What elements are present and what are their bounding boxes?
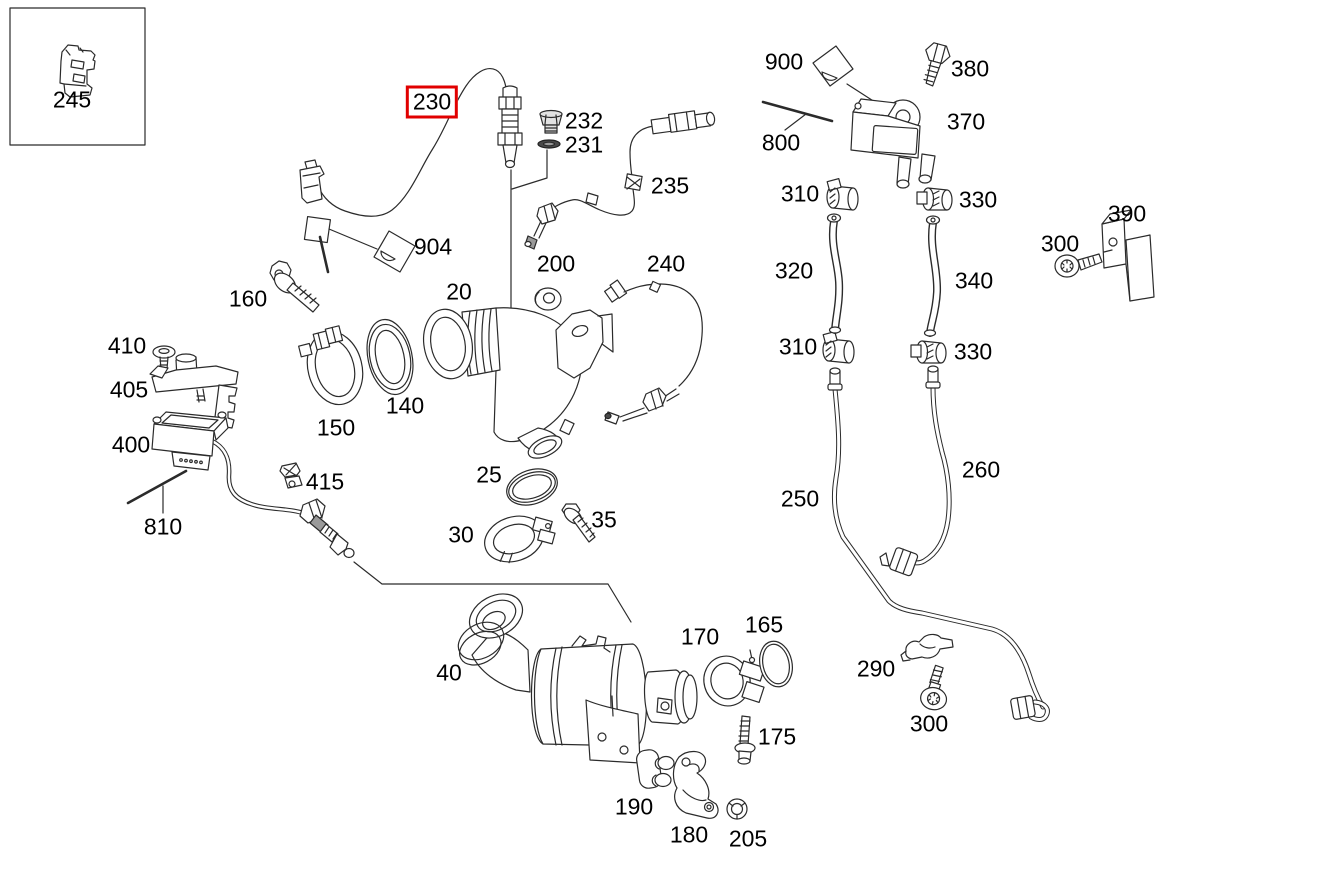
part-label-330b[interactable]: 330 bbox=[953, 338, 993, 365]
part-drawing-800-line bbox=[761, 100, 834, 131]
part-drawing-180-bracket bbox=[672, 750, 719, 819]
leader-lines-230-231 bbox=[510, 149, 548, 309]
part-drawing-900 bbox=[812, 45, 879, 105]
part-label-390[interactable]: 390 bbox=[1107, 200, 1147, 227]
part-drawing-390-bracket bbox=[1101, 209, 1155, 302]
part-label-25[interactable]: 25 bbox=[476, 461, 502, 488]
part-drawing-310-clamp-lower bbox=[822, 330, 855, 364]
part-drawing-40-catalytic-converter bbox=[457, 593, 698, 764]
part-drawing-330-clamp-lower bbox=[910, 340, 947, 364]
part-label-800[interactable]: 800 bbox=[761, 129, 801, 156]
part-drawing-30-vband-clamp bbox=[484, 515, 556, 564]
part-drawing-405-bracket bbox=[149, 353, 239, 429]
part-label-810[interactable]: 810 bbox=[143, 513, 183, 540]
part-drawing-20-downpipe bbox=[422, 307, 614, 459]
part-drawing-320-hose bbox=[826, 213, 844, 334]
part-drawing-260-pipe bbox=[879, 365, 952, 577]
part-label-250[interactable]: 250 bbox=[780, 485, 820, 512]
part-label-240[interactable]: 240 bbox=[646, 250, 686, 277]
part-label-310a[interactable]: 310 bbox=[780, 180, 820, 207]
part-drawing-415-clip bbox=[279, 462, 303, 489]
part-label-30[interactable]: 30 bbox=[448, 521, 474, 548]
part-label-140[interactable]: 140 bbox=[385, 392, 425, 419]
part-drawing-340-hose bbox=[923, 215, 942, 337]
part-label-40[interactable]: 40 bbox=[436, 659, 462, 686]
part-label-245[interactable]: 245 bbox=[52, 86, 92, 113]
part-label-232[interactable]: 232 bbox=[564, 107, 604, 134]
part-label-340[interactable]: 340 bbox=[954, 267, 994, 294]
part-drawing-160-bolt bbox=[269, 260, 320, 313]
part-drawing-150-clamp bbox=[298, 325, 364, 406]
part-drawing-904 bbox=[328, 228, 416, 273]
part-drawing-190-mount bbox=[636, 749, 675, 789]
part-drawing-200-grommet bbox=[534, 287, 562, 311]
part-label-170[interactable]: 170 bbox=[680, 623, 720, 650]
part-label-290[interactable]: 290 bbox=[856, 655, 896, 682]
part-drawing-250-pipe bbox=[827, 367, 1050, 722]
part-drawing-370-pressure-sensor bbox=[850, 98, 936, 189]
part-label-410[interactable]: 410 bbox=[107, 332, 147, 359]
part-drawing-410-screw bbox=[152, 345, 176, 370]
part-label-231[interactable]: 231 bbox=[564, 131, 604, 158]
part-label-35[interactable]: 35 bbox=[591, 506, 617, 533]
leader-line-810 bbox=[126, 469, 188, 514]
leader-line-40 bbox=[353, 561, 632, 623]
part-drawing-35-bolt bbox=[561, 503, 596, 543]
part-drawing-235-temp-sensor bbox=[524, 110, 716, 250]
part-label-200[interactable]: 200 bbox=[536, 250, 576, 277]
part-label-235[interactable]: 235 bbox=[650, 172, 690, 199]
part-drawing-240-temp-sensor bbox=[604, 279, 703, 425]
part-label-380[interactable]: 380 bbox=[950, 55, 990, 82]
part-label-150[interactable]: 150 bbox=[316, 414, 356, 441]
part-label-330a[interactable]: 330 bbox=[958, 186, 998, 213]
part-label-300b[interactable]: 300 bbox=[909, 710, 949, 737]
part-drawing-245-clip bbox=[59, 44, 96, 98]
part-drawing-310-clamp-upper bbox=[826, 177, 859, 211]
part-label-165[interactable]: 165 bbox=[744, 611, 784, 638]
part-drawing-25-gasket bbox=[506, 468, 558, 506]
part-drawing-140-gasket bbox=[366, 318, 414, 396]
part-label-904[interactable]: 904 bbox=[413, 233, 453, 260]
part-label-180[interactable]: 180 bbox=[669, 821, 709, 848]
part-drawing-232-plug bbox=[539, 109, 563, 134]
part-drawing-300-screw-lower bbox=[920, 664, 948, 711]
part-drawing-380-bolt bbox=[923, 42, 951, 87]
part-drawing-400-nox-sensor bbox=[151, 411, 355, 559]
part-label-400[interactable]: 400 bbox=[111, 431, 151, 458]
part-drawing-290-bracket bbox=[900, 633, 954, 662]
part-label-415[interactable]: 415 bbox=[305, 468, 345, 495]
part-label-230[interactable]: 230 bbox=[405, 85, 459, 119]
part-label-370[interactable]: 370 bbox=[946, 108, 986, 135]
part-label-205[interactable]: 205 bbox=[728, 825, 768, 852]
part-label-405[interactable]: 405 bbox=[109, 376, 149, 403]
part-drawing-205-nut bbox=[726, 798, 748, 820]
inset-box bbox=[9, 7, 146, 146]
part-label-900[interactable]: 900 bbox=[764, 48, 804, 75]
part-label-320[interactable]: 320 bbox=[774, 257, 814, 284]
part-drawing-230-oxygen-sensor bbox=[299, 68, 523, 274]
part-label-160[interactable]: 160 bbox=[228, 285, 268, 312]
part-drawing-170-clamp bbox=[703, 649, 766, 707]
part-drawing-175-screw bbox=[734, 715, 756, 765]
part-drawing-165-oring bbox=[759, 640, 793, 688]
part-label-190[interactable]: 190 bbox=[614, 793, 654, 820]
part-label-310b[interactable]: 310 bbox=[778, 333, 818, 360]
part-label-260[interactable]: 260 bbox=[961, 456, 1001, 483]
part-label-20[interactable]: 20 bbox=[446, 278, 472, 305]
part-drawing-300-screw-upper bbox=[1054, 253, 1103, 278]
part-drawing-330-clamp-upper bbox=[916, 187, 953, 211]
part-drawing-231-seal-ring bbox=[537, 139, 561, 149]
part-label-175[interactable]: 175 bbox=[757, 723, 797, 750]
part-label-300a[interactable]: 300 bbox=[1040, 230, 1080, 257]
